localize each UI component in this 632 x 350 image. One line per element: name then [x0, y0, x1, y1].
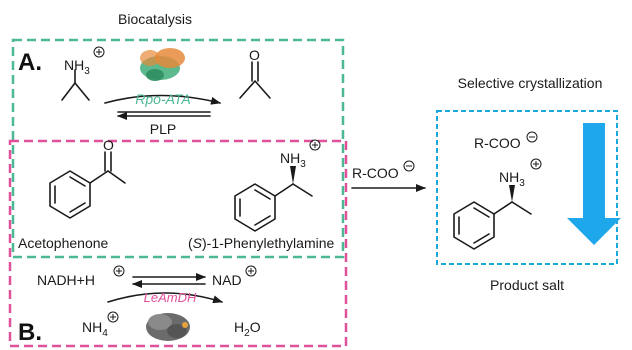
- plus-charge-icon: [107, 311, 119, 323]
- phenylethylamine-label: (S)-1-Phenylethylamine: [188, 235, 335, 251]
- plus-charge-icon: [113, 265, 125, 277]
- ata-forward-arrow: [104, 94, 221, 105]
- svg-text:O: O: [249, 47, 260, 63]
- isopropylamine: NH3: [61, 46, 105, 101]
- svg-text:NH3: NH3: [499, 169, 525, 189]
- nadh-label: NADH+H: [37, 272, 95, 288]
- phenylethylamine-structure: NH3: [234, 139, 321, 232]
- panel-b-box: [8, 139, 348, 348]
- leamdh-enzyme-icon: [146, 313, 190, 341]
- ammonium-label: NH4: [82, 319, 108, 339]
- biocatalysis-title: Biocatalysis: [118, 11, 192, 27]
- plus-charge-icon: [530, 158, 542, 170]
- svg-text:NH3: NH3: [64, 57, 90, 77]
- minus-charge-icon: [526, 131, 538, 143]
- acetophenone-structure: O: [49, 137, 126, 219]
- minus-charge-icon: [403, 160, 415, 172]
- panel-a-label: A.: [18, 49, 42, 76]
- plus-charge-icon: [245, 265, 257, 277]
- svg-text:NH3: NH3: [280, 150, 306, 170]
- leamdh-arrow: [107, 292, 223, 304]
- acetophenone-label: Acetophenone: [18, 235, 109, 251]
- product-salt-label: Product salt: [490, 277, 564, 293]
- panel-b-label: B.: [18, 319, 42, 346]
- rcoo-transfer-label: R-COO: [352, 165, 399, 181]
- plus-charge-icon: [309, 139, 321, 151]
- crystallization-down-arrow: [567, 123, 621, 245]
- svg-text:O: O: [103, 137, 114, 153]
- water-label: H2O: [234, 319, 261, 339]
- crystallization-box: [436, 110, 618, 265]
- rpo-ata-enzyme-icon: [140, 48, 185, 81]
- acetone: O: [239, 47, 271, 99]
- salt-acid-label: R-COO: [474, 135, 521, 151]
- panel-a-box: [11, 38, 345, 259]
- leamdh-label: LeAmDH: [144, 290, 197, 305]
- crystallization-title: Selective crystallization: [458, 75, 603, 91]
- plus-charge-icon: [93, 46, 105, 58]
- rpo-ata-label: Rpo-ATA: [135, 91, 191, 107]
- plp-label: PLP: [150, 121, 176, 137]
- nad-label: NAD: [212, 272, 242, 288]
- salt-amine-structure: NH3: [453, 158, 542, 250]
